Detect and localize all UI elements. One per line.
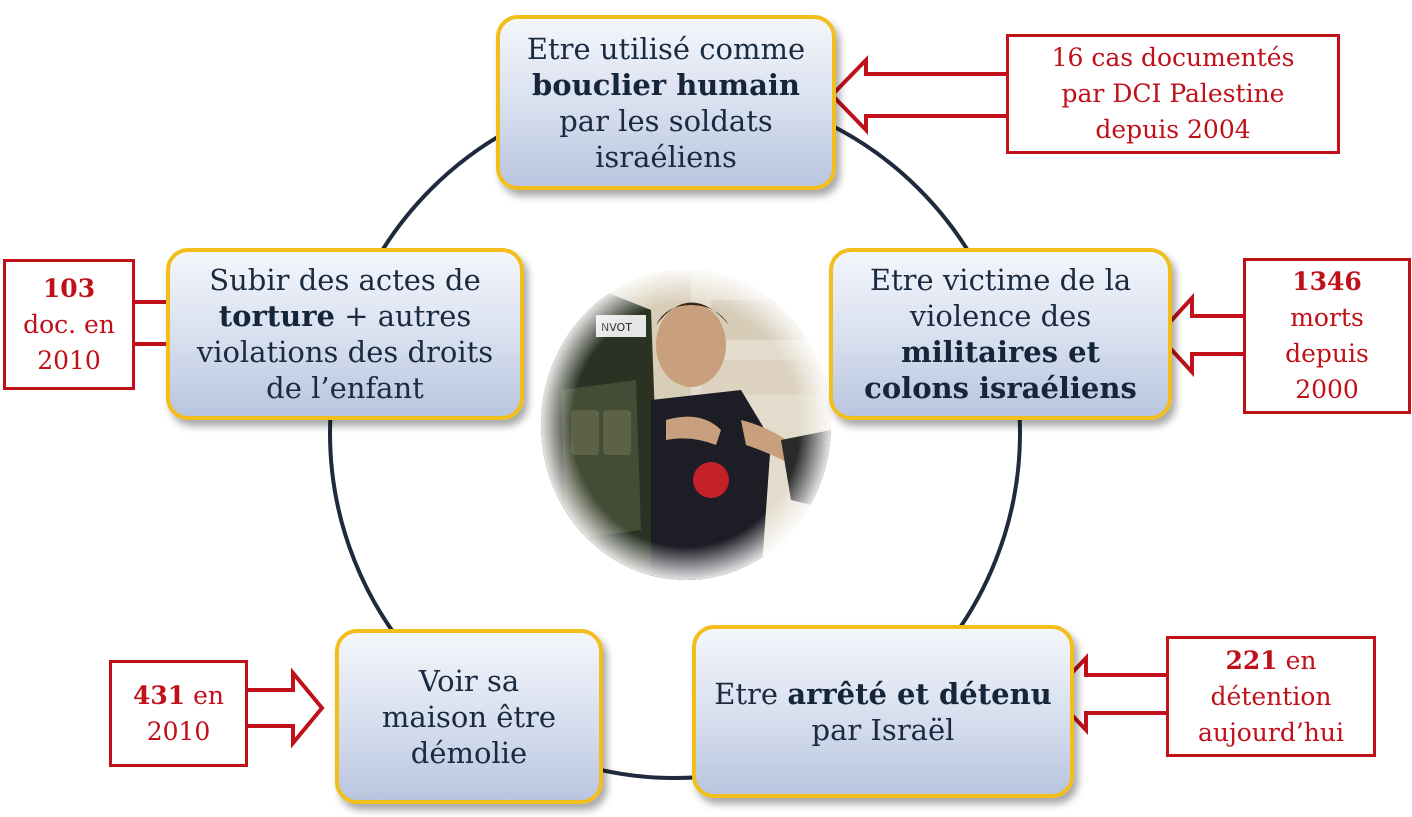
photo-vignette bbox=[541, 270, 831, 580]
stat-demolition-text: en 2010 bbox=[146, 680, 225, 746]
node-arrest-bold: arrêté et détenu bbox=[787, 676, 1052, 711]
node-arrest-post: par Israël bbox=[811, 712, 955, 747]
node-violence-bold: militaires et colons israéliens bbox=[864, 335, 1137, 405]
node-human-shield-pre: Etre utilisé comme bbox=[526, 31, 806, 66]
arrow-top bbox=[829, 55, 1010, 135]
stat-torture: 103 doc. en 2010 bbox=[3, 259, 135, 390]
stat-human-shield: 16 cas documentés par DCI Palestine depu… bbox=[1006, 34, 1340, 154]
stat-torture-number: 103 bbox=[42, 273, 96, 303]
stat-deaths-text: morts depuis 2000 bbox=[1285, 303, 1369, 404]
node-human-shield-bold: bouclier humain bbox=[532, 67, 800, 102]
stat-deaths: 1346 morts depuis 2000 bbox=[1243, 258, 1411, 414]
node-torture-pre: Subir des actes de bbox=[209, 263, 481, 297]
node-torture: Subir des actes de torture + autres viol… bbox=[166, 248, 524, 420]
stat-detention-text: en détention aujourd’hui bbox=[1197, 645, 1344, 747]
center-photo: NVOT bbox=[541, 270, 831, 580]
node-torture-bold: torture bbox=[218, 299, 335, 333]
node-human-shield: Etre utilisé comme bouclier humain par l… bbox=[496, 15, 836, 190]
stat-detention-number: 221 bbox=[1225, 645, 1278, 675]
node-demolition: Voir sa maison être démolie bbox=[335, 629, 603, 804]
node-torture-post: + autres violations des droits de l’enfa… bbox=[196, 299, 494, 405]
arrow-bottom-left bbox=[244, 667, 325, 749]
stat-human-shield-text: 16 cas documentés par DCI Palestine depu… bbox=[1051, 43, 1295, 144]
stat-deaths-number: 1346 bbox=[1292, 267, 1362, 296]
node-demolition-text: Voir sa maison être démolie bbox=[381, 663, 557, 770]
arrow-right bbox=[1155, 292, 1247, 378]
stat-torture-text: doc. en 2010 bbox=[23, 309, 115, 375]
stat-detention: 221 en détention aujourd’hui bbox=[1166, 636, 1376, 757]
node-violence-pre: Etre victime de la violence des bbox=[869, 263, 1132, 333]
node-arrest-pre: Etre bbox=[714, 676, 779, 711]
node-violence: Etre victime de la violence des militair… bbox=[829, 248, 1172, 420]
node-arrest: Etre arrêté et détenu par Israël bbox=[692, 625, 1074, 798]
stat-demolition: 431 en 2010 bbox=[109, 660, 248, 767]
stat-demolition-number: 431 bbox=[132, 680, 186, 710]
node-human-shield-post: par les soldats israéliens bbox=[559, 103, 773, 174]
